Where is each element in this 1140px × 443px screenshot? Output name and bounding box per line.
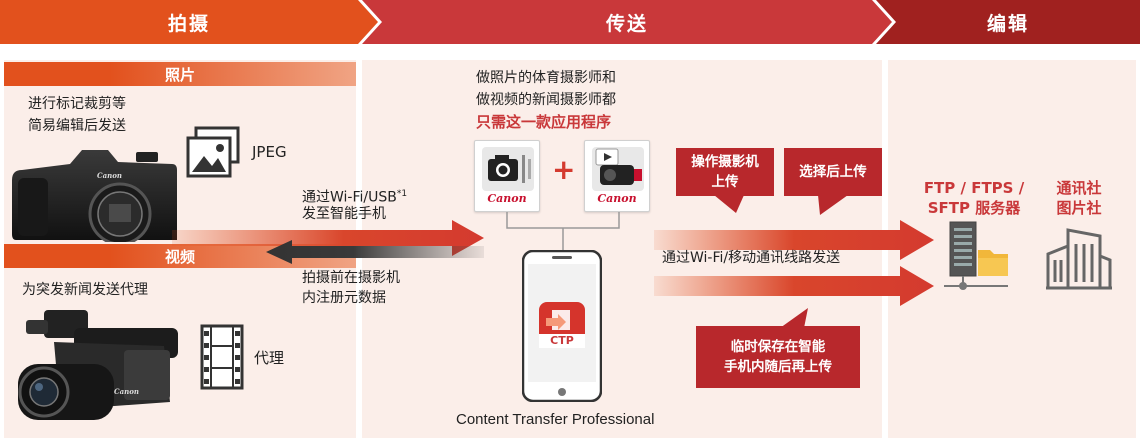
callout-store-line2: 手机内随后再上传 xyxy=(724,359,832,375)
callout-store-line1: 临时保存在智能 xyxy=(730,339,826,355)
callout-camera-upload: 操作摄影机上传 xyxy=(676,148,774,196)
photo-app-card: Canon xyxy=(474,140,540,212)
agency-label-1: 通讯社 xyxy=(1056,179,1102,197)
connector-lines xyxy=(506,212,620,252)
svg-text:Canon: Canon xyxy=(97,171,122,180)
photo-app-brand: Canon xyxy=(487,192,527,205)
app-name: Content Transfer Professional xyxy=(456,411,655,428)
building-icon xyxy=(1046,228,1112,290)
smartphone-icon xyxy=(522,250,602,402)
ctp-icon-text: CTP xyxy=(550,334,574,347)
server-icon xyxy=(944,221,1008,290)
wifi-usb-text-2: 发至智能手机 xyxy=(302,206,386,222)
callout-store-tail xyxy=(780,308,808,328)
header-edit-label: 编辑 xyxy=(986,12,1029,35)
callout-select-upload: 选择后上传 xyxy=(784,148,882,196)
callout-temp-store: 临时保存在智能手机内随后再上传 xyxy=(696,326,860,388)
transfer-intro-highlight: 只需这一款应用程序 xyxy=(476,113,612,131)
edit-panel xyxy=(888,60,1136,438)
agency-label-2: 图片社 xyxy=(1056,199,1102,217)
photo-bar: 照片 xyxy=(4,62,356,86)
photo-desc-1: 进行标记裁剪等 xyxy=(28,96,126,112)
svg-text:Canon: Canon xyxy=(114,387,139,396)
network-arrow-lower xyxy=(654,266,934,306)
photo-app-icon xyxy=(482,147,534,191)
server-label-1: FTP / FTPS / xyxy=(923,179,1025,197)
wifi-usb-footnote: *1 xyxy=(396,189,408,199)
metadata-text-2: 内注册元数据 xyxy=(302,290,386,306)
photo-label: 照片 xyxy=(164,65,195,84)
video-app-card: Canon xyxy=(584,140,650,212)
plus-sign: + xyxy=(552,153,576,186)
film-strip-icon xyxy=(200,324,244,390)
video-desc: 为突发新闻发送代理 xyxy=(22,282,148,298)
video-camera-icon: Canon xyxy=(18,310,178,420)
video-app-brand: Canon xyxy=(597,192,637,205)
video-app-icon xyxy=(592,147,644,191)
callout-camera-tail xyxy=(714,195,744,213)
send-to-phone-arrow xyxy=(172,220,484,256)
callout-camera-line1: 操作摄影机 xyxy=(691,154,759,170)
wifi-usb-text-1: 通过Wi-Fi/USB*1 xyxy=(302,184,407,208)
network-arrow-upper xyxy=(654,220,934,260)
callout-select-tail xyxy=(818,195,848,215)
image-icon xyxy=(186,126,240,178)
jpeg-label: JPEG xyxy=(252,143,287,161)
photo-camera-icon: Canon xyxy=(12,150,177,242)
header-transfer: 传送 xyxy=(362,0,892,44)
metadata-arrow xyxy=(266,240,484,264)
transfer-intro-2: 做视频的新闻摄影师都 xyxy=(476,92,616,108)
photo-desc-2: 简易编辑后发送 xyxy=(28,118,126,134)
metadata-text-1: 拍摄前在摄影机 xyxy=(302,270,400,286)
header-transfer-label: 传送 xyxy=(605,12,648,35)
agency-label: 通讯社 图片社 xyxy=(1046,178,1112,218)
proxy-label: 代理 xyxy=(254,349,285,367)
header-edit: 编辑 xyxy=(876,0,1140,44)
server-label: FTP / FTPS / SFTP 服务器 xyxy=(912,178,1036,218)
transfer-intro-1: 做照片的体育摄影师和 xyxy=(476,70,616,86)
network-send-text: 通过Wi-Fi/移动通讯线路发送 xyxy=(662,250,841,266)
header-capture: 拍摄 xyxy=(0,0,378,44)
header-capture-label: 拍摄 xyxy=(167,12,210,35)
callout-camera-line2: 上传 xyxy=(711,174,739,190)
wifi-usb-main: 通过Wi-Fi/USB xyxy=(302,189,397,206)
video-label: 视频 xyxy=(164,247,195,266)
server-label-2: SFTP 服务器 xyxy=(927,199,1021,217)
callout-select-text: 选择后上传 xyxy=(799,164,867,180)
